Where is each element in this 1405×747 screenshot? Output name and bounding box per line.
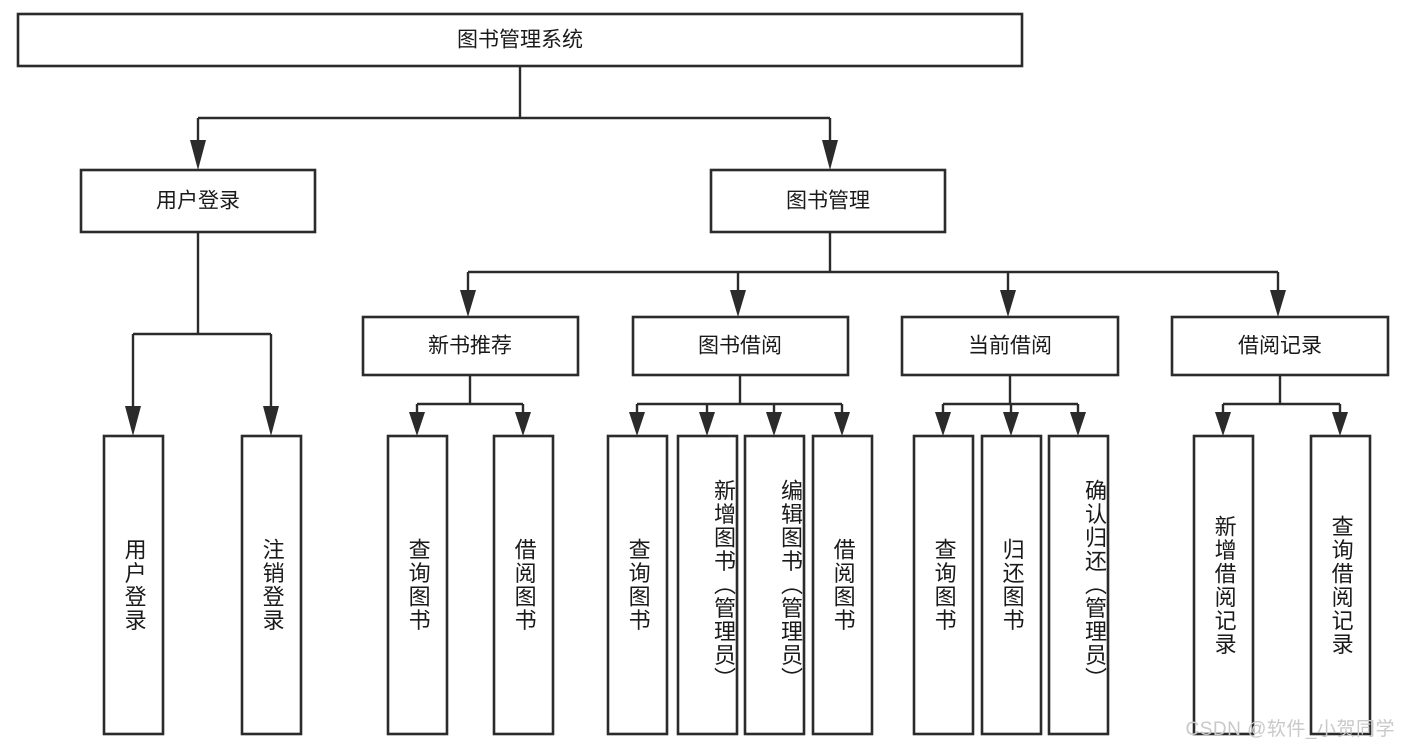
node-new-book-recommend-label: 新书推荐 [428, 335, 512, 358]
arrowhead-currentborrow-leaf-2 [1003, 412, 1019, 436]
csdn-watermark: CSDN @软件_小贺同学 [1185, 719, 1395, 740]
leaf-box-book-borrow-3[interactable] [743, 434, 806, 736]
leaf-box-current-borrow-1[interactable] [912, 434, 975, 736]
node-new-book-recommend-box[interactable] [361, 315, 580, 377]
node-root-label: 图书管理系统 [457, 29, 583, 52]
node-user-login-box[interactable] [79, 168, 317, 234]
arrowhead-newbook-leaf-2 [515, 412, 531, 436]
node-borrow-record-box[interactable] [1170, 315, 1390, 377]
arrowhead-bookborrow-leaf-2 [699, 412, 715, 436]
node-root-box[interactable] [16, 12, 1024, 68]
node-book-manage-box[interactable] [709, 168, 947, 234]
arrowhead-level3-3 [1000, 290, 1016, 317]
arrowhead-currentborrow-leaf-3 [1070, 412, 1086, 436]
arrowhead-bookborrow-leaf-3 [766, 412, 782, 436]
arrowhead-borrowrecord-leaf-2 [1332, 412, 1348, 436]
node-user-login-label: 用户登录 [156, 190, 240, 213]
leaf-box-borrow-record-1[interactable] [1192, 434, 1255, 736]
node-current-borrow-label: 当前借阅 [968, 335, 1052, 358]
node-borrow-record-label: 借阅记录 [1238, 335, 1322, 358]
arrowhead-userlogin-leaf-1 [125, 406, 141, 436]
arrowhead-bookborrow-leaf-1 [629, 412, 645, 436]
arrowhead-book-manage [822, 140, 838, 170]
node-book-borrow-label: 图书借阅 [698, 335, 782, 358]
leaf-box-user-login-2[interactable] [240, 434, 303, 736]
leaf-box-borrow-record-2[interactable] [1309, 434, 1372, 736]
arrowhead-user-login [190, 140, 206, 170]
arrowhead-newbook-leaf-1 [409, 412, 425, 436]
node-book-manage-label: 图书管理 [786, 190, 870, 213]
leaf-box-book-borrow-2[interactable] [676, 434, 739, 736]
arrowhead-level3-2 [730, 290, 746, 317]
arrowhead-userlogin-leaf-2 [263, 406, 279, 436]
arrowhead-borrowrecord-leaf-1 [1215, 412, 1231, 436]
leaf-box-user-login-1[interactable] [102, 434, 165, 736]
arrowhead-level3-1 [460, 290, 476, 317]
leaf-box-new-book-2[interactable] [492, 434, 555, 736]
leaf-box-current-borrow-3[interactable] [1047, 434, 1110, 736]
connector-group [125, 66, 1348, 436]
node-current-borrow-box[interactable] [900, 315, 1120, 377]
arrowhead-level3-4 [1270, 290, 1286, 317]
leaf-box-book-borrow-4[interactable] [811, 434, 874, 736]
node-book-borrow-box[interactable] [631, 315, 850, 377]
leaf-box-current-borrow-2[interactable] [980, 434, 1043, 736]
leaf-box-book-borrow-1[interactable] [606, 434, 669, 736]
leaf-box-new-book-1[interactable] [386, 434, 449, 736]
arrowhead-currentborrow-leaf-1 [935, 412, 951, 436]
arrowhead-bookborrow-leaf-4 [834, 412, 850, 436]
